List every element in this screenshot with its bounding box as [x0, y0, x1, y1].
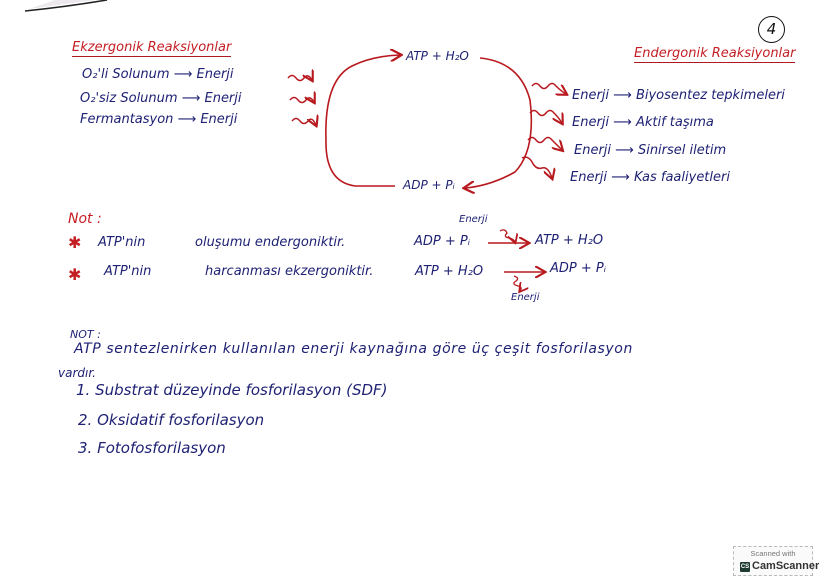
watermark-caption: Scanned with — [750, 549, 796, 558]
note1-heading: Not : — [68, 211, 102, 227]
note1-subject: ATP'nin — [104, 264, 152, 279]
page-corner-shadow — [25, 0, 108, 12]
camscanner-logo-icon: CS — [740, 562, 750, 572]
endergonic-item: Enerji ⟶ Aktif taşıma — [572, 115, 714, 130]
bullet-asterisk-icon: ✱ — [68, 265, 82, 284]
note1-statement: oluşumu endergoniktir. — [195, 235, 346, 250]
endergonic-item: Enerji ⟶ Sinirsel iletim — [574, 143, 726, 158]
endergonic-item: Enerji ⟶ Biyosentez tepkimeleri — [572, 88, 785, 103]
endergonic-source: Enerji — [574, 143, 612, 158]
watermark-brand: CamScanner — [752, 560, 820, 572]
note2-heading: NOT : — [70, 328, 101, 341]
note1-reactants: ADP + Pᵢ — [414, 234, 471, 249]
note1-energy-label: Enerji — [511, 292, 540, 303]
exergonic-title: Ekzergonik Reaksiyonlar — [72, 40, 232, 57]
arrow-icon: ⟶ — [177, 112, 197, 127]
cycle-top-label: ATP + H₂O — [406, 49, 469, 63]
list-number: 1. — [76, 381, 91, 399]
exergonic-item: O₂'siz Solunum ⟶ Enerji — [80, 91, 242, 106]
exergonic-product: Enerji — [204, 91, 242, 106]
arrow-icon: ⟶ — [613, 88, 632, 103]
endergonic-item: Enerji ⟶ Kas faaliyetleri — [570, 170, 730, 185]
cycle-bottom-label: ADP + Pᵢ — [403, 178, 455, 192]
endergonic-use: Kas faaliyetleri — [633, 170, 730, 185]
arrow-icon: ⟶ — [611, 170, 630, 185]
list-text: Substrat düzeyinde fosforilasyon (SDF) — [95, 381, 388, 399]
arrow-icon: ⟶ — [181, 91, 201, 106]
list-number: 2. — [78, 411, 93, 429]
exergonic-source: O₂'siz Solunum — [80, 91, 178, 106]
arrow-icon: ⟶ — [615, 143, 634, 158]
list-item: 1. Substrat düzeyinde fosforilasyon (SDF… — [76, 381, 388, 399]
exergonic-product: Enerji — [196, 67, 234, 82]
exergonic-source: Fermantasyon — [80, 112, 174, 127]
endergonic-source: Enerji — [572, 115, 610, 130]
list-text: Fotofosforilasyon — [97, 439, 226, 457]
endergonic-title: Endergonik Reaksiyonlar — [634, 46, 796, 63]
endergonic-use: Aktif taşıma — [635, 115, 714, 130]
list-item: 2. Oksidatif fosforilasyon — [78, 411, 264, 429]
exergonic-product: Enerji — [200, 112, 238, 127]
note2-paragraph-line1: ATP sentezlenirken kullanılan enerji kay… — [74, 341, 633, 357]
list-item: 3. Fotofosforilasyon — [78, 439, 226, 457]
note1-products: ADP + Pᵢ — [550, 261, 607, 276]
note1-reactants: ATP + H₂O — [415, 264, 484, 279]
note1-products: ATP + H₂O — [535, 233, 604, 248]
endergonic-source: Enerji — [572, 88, 610, 103]
arrow-icon: ⟶ — [173, 67, 193, 82]
bullet-asterisk-icon: ✱ — [68, 233, 82, 252]
note1-energy-label: Enerji — [459, 214, 488, 225]
endergonic-source: Enerji — [570, 170, 608, 185]
endergonic-use: Sinirsel iletim — [637, 143, 727, 158]
note1-statement: harcanması ekzergoniktir. — [205, 264, 374, 279]
note2-paragraph-line2: vardır. — [58, 366, 96, 380]
note1-subject: ATP'nin — [98, 235, 146, 250]
list-number: 3. — [78, 439, 93, 457]
exergonic-item: O₂'li Solunum ⟶ Enerji — [82, 67, 234, 82]
exergonic-source: O₂'li Solunum — [82, 67, 170, 82]
arrow-icon: ⟶ — [613, 115, 632, 130]
exergonic-item: Fermantasyon ⟶ Enerji — [80, 112, 237, 127]
endergonic-use: Biyosentez tepkimeleri — [635, 88, 785, 103]
page-number: 4 — [758, 16, 785, 43]
list-text: Oksidatif fosforilasyon — [97, 411, 265, 429]
camscanner-watermark: Scanned with CS CamScanner — [733, 546, 819, 576]
